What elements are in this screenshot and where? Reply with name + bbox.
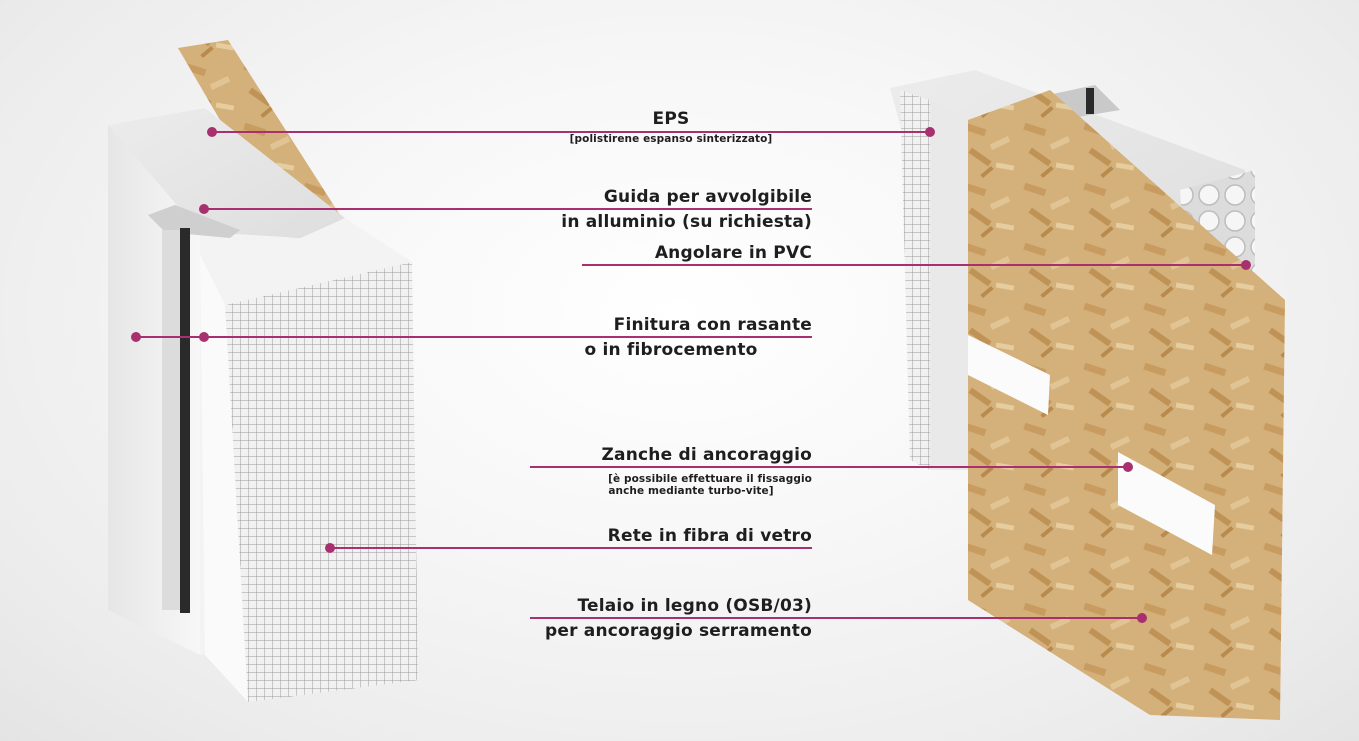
- dot-zanche: [1123, 462, 1133, 472]
- dot-guida: [199, 204, 209, 214]
- zanche-title: Zanche di ancoraggio: [601, 445, 812, 465]
- label-telaio-2: per ancoraggio serramento: [530, 622, 812, 641]
- zanche-sub1: [è possibile effettuare il fissaggio: [608, 473, 812, 485]
- guida-line1: Guida per avvolgibile: [603, 187, 812, 207]
- dot-angolare: [1241, 260, 1251, 270]
- left-rail-metal: [162, 230, 180, 610]
- left-rail-top: [148, 205, 240, 238]
- finitura-line2: o in fibrocemento: [584, 340, 758, 360]
- left-block: [108, 40, 418, 702]
- telaio-line2: per ancoraggio serramento: [545, 621, 812, 641]
- dot-rete: [325, 543, 335, 553]
- label-eps: EPS [polistirene espanso sinterizzato]: [530, 109, 812, 146]
- right-osb-panel: [968, 90, 1285, 720]
- label-finitura-2: o in fibrocemento: [530, 341, 812, 360]
- left-angle: [200, 255, 248, 702]
- right-rail-black: [1086, 88, 1094, 114]
- guida-line2: in alluminio (su richiesta): [561, 212, 812, 232]
- leader-dots: [131, 127, 1251, 623]
- left-rail-black: [180, 228, 190, 613]
- label-telaio: Telaio in legno (OSB/03): [530, 597, 812, 616]
- label-zanche: Zanche di ancoraggio: [530, 446, 812, 465]
- zanche-sub2: anche mediante turbo-vite]: [608, 485, 774, 497]
- label-guida: Guida per avvolgibile: [530, 188, 812, 207]
- label-zanche-sub: [è possibile effettuare il fissaggio anc…: [530, 473, 812, 497]
- dot-eps-left: [207, 127, 217, 137]
- rete-title: Rete in fibra di vetro: [607, 526, 812, 546]
- right-anchor-2: [1118, 452, 1215, 555]
- label-angolare: Angolare in PVC: [530, 244, 812, 263]
- dot-telaio: [1137, 613, 1147, 623]
- right-anchor-1: [968, 335, 1050, 415]
- label-rete: Rete in fibra di vetro: [530, 527, 812, 546]
- leader-lines: [136, 131, 1246, 619]
- right-eps-side: [930, 100, 968, 470]
- eps-title: EPS: [652, 109, 690, 129]
- right-mesh: [900, 90, 930, 470]
- angolare-title: Angolare in PVC: [654, 243, 812, 263]
- dot-eps-right: [925, 127, 935, 137]
- left-eps-top: [108, 108, 345, 238]
- finitura-line1: Finitura con rasante: [613, 315, 812, 335]
- dot-finitura-2: [199, 332, 209, 342]
- left-mesh: [225, 262, 418, 702]
- eps-subtitle: [polistirene espanso sinterizzato]: [569, 133, 773, 145]
- dot-finitura-1: [131, 332, 141, 342]
- label-guida-2: in alluminio (su richiesta): [530, 213, 812, 232]
- right-block: [890, 70, 1285, 720]
- label-finitura: Finitura con rasante: [530, 316, 812, 335]
- telaio-line1: Telaio in legno (OSB/03): [577, 596, 812, 616]
